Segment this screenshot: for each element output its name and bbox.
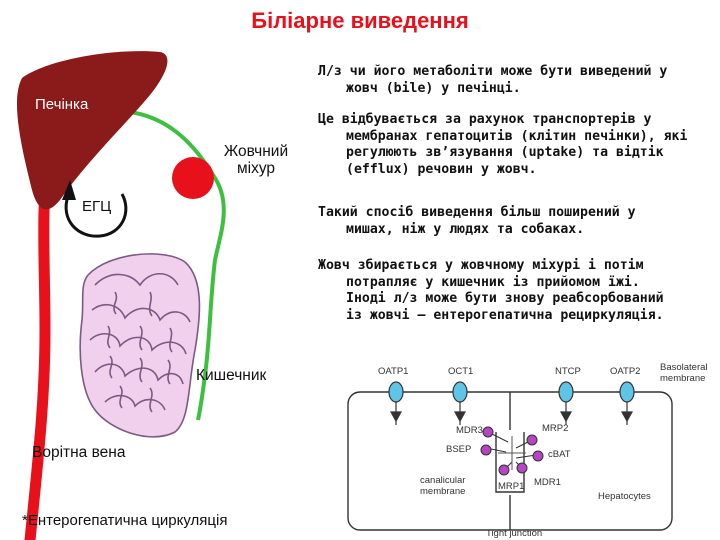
- label-canalicular-membrane: canalicular membrane: [420, 475, 466, 497]
- label-tight-junction: Tight junction: [486, 528, 543, 539]
- transporter-oct1: [452, 381, 468, 425]
- transporter-bsep: [480, 444, 492, 456]
- transporter-mdr3: [482, 426, 494, 438]
- uptake-transporters: [388, 381, 635, 425]
- label-oatp2: OATP2: [610, 366, 641, 377]
- egc-cycle-arrow: [64, 193, 128, 238]
- label-mrp2: MRP2: [542, 423, 569, 434]
- transporter-mdr1: [516, 462, 528, 474]
- transporter-mrp2: [526, 434, 538, 446]
- label-ntcp: NTCP: [555, 366, 581, 377]
- label-basolateral-membrane: Basolateral membrane: [660, 362, 708, 384]
- efflux-transporters: [480, 426, 544, 476]
- bile-duct-branch: [196, 374, 207, 421]
- egc-label: ЕГЦ: [82, 198, 112, 215]
- label-oct1: OCT1: [448, 366, 474, 377]
- transporter-oatp2: [619, 381, 635, 425]
- label-oatp1: OATP1: [378, 366, 409, 377]
- label-mrp1: MRP1: [498, 481, 525, 492]
- portal-vein-label: Ворітна вена: [32, 444, 126, 461]
- label-mdr1: MDR1: [534, 477, 561, 488]
- label-cbat: cBAT: [548, 449, 571, 460]
- bile-duct: [129, 110, 226, 376]
- footnote: *Ентерогепатична циркуляція: [22, 512, 228, 529]
- intestine-label: Кишечник: [196, 367, 267, 384]
- paragraph-biliary-excretion: Л/з чи його метаболіти може бути виведен…: [318, 64, 668, 96]
- paragraph-transporters: Це відбувається за рахунок транспортерів…: [318, 112, 688, 177]
- paragraph-species: Такий спосіб виведення більш поширений у…: [318, 205, 636, 237]
- label-mdr3: MDR3: [456, 425, 483, 436]
- liver-label: Печінка: [35, 96, 89, 113]
- paragraph-enterohepatic: Жовч збирається у жовчному міхурі і поті…: [318, 258, 664, 323]
- transporter-mrp1: [498, 464, 510, 476]
- intestine-shape: [79, 253, 201, 438]
- slide-title: Біліарне виведення: [251, 8, 469, 33]
- label-bsep: BSEP: [446, 444, 472, 455]
- transporter-oatp1: [388, 381, 404, 425]
- hepatocyte-diagram: [347, 391, 673, 531]
- transporter-ntcp: [558, 381, 574, 425]
- liver-shape: [16, 51, 168, 210]
- egc-arrow-head: [62, 180, 76, 200]
- transporter-cbat: [532, 450, 544, 462]
- label-hepatocytes: Hepatocytes: [598, 491, 651, 502]
- gallbladder-shape: [172, 157, 214, 199]
- gallbladder-label: Жовчний міхур: [223, 143, 289, 177]
